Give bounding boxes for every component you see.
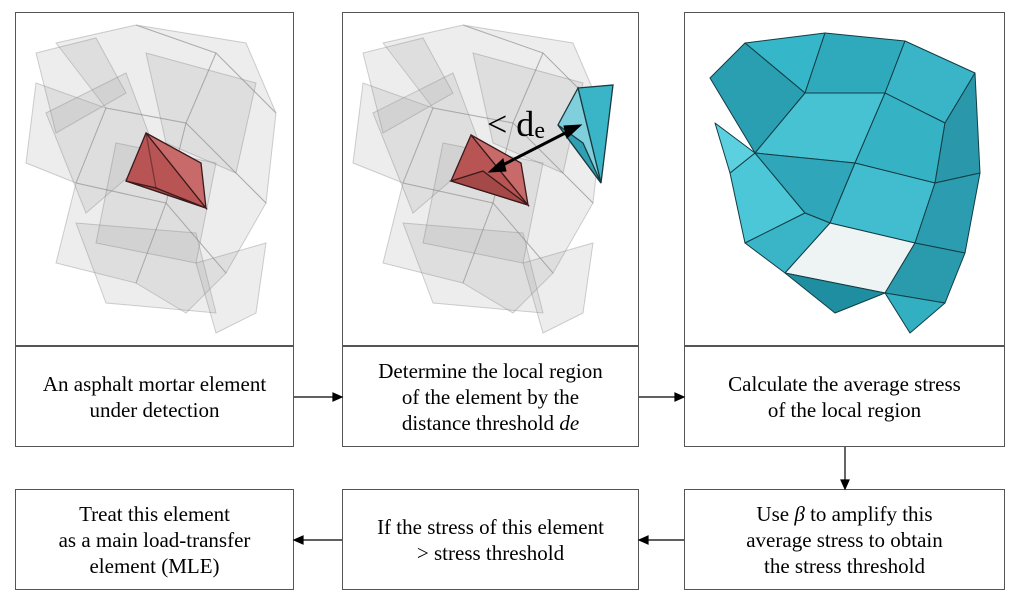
step4-line1-pre: Use [756,501,795,526]
step2-line3: distance threshold [401,410,560,435]
step4-line1-post: to amplify this [804,501,933,526]
step6-line3: element (MLE) [89,553,220,578]
panel-image-local-region: < de [342,12,639,346]
step-compare-stress: If the stress of this element> stress th… [342,489,639,590]
step6-line2: as a main load-transfer [58,527,251,552]
teal-local-region-mesh [709,32,981,334]
step4-symbol: β [794,501,805,526]
step1-line1: An asphalt mortar element [42,371,267,396]
panel-image-average-stress [684,12,1005,346]
step5-line2: > stress threshold [416,540,565,565]
step4-line3: the stress threshold [764,553,925,578]
step3-line2: of the local region [767,397,922,422]
step3-line1: Calculate the average stress [728,371,961,396]
step5-line1: If the stress of this element [377,514,604,539]
step2-symbol: de [559,410,580,435]
step4-line2: average stress to obtain [746,527,943,552]
distance-threshold-label: < de [487,104,545,144]
step6-line1: Treat this element [79,501,230,526]
gray-mesh-with-red-element [25,24,277,334]
panel-image-detect [15,12,294,346]
mesh-with-distance-threshold [352,24,614,334]
step2-line2: of the element by the [401,384,580,409]
step1-line2: under detection [89,397,220,422]
step2-line1: Determine the local region [378,358,603,383]
